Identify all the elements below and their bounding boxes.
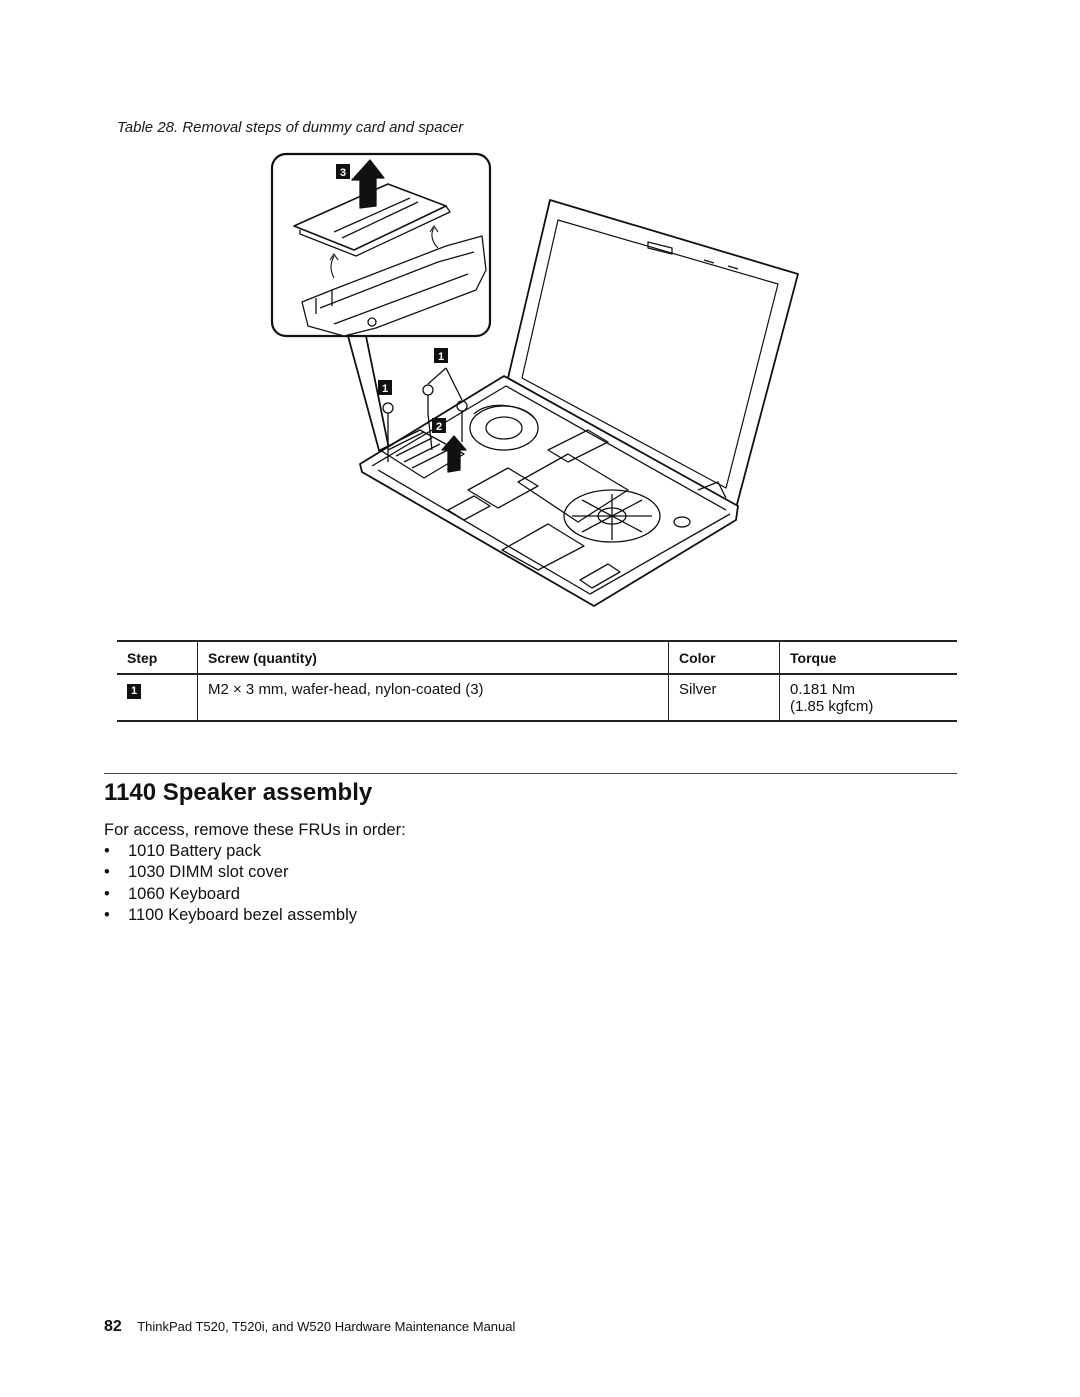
svg-text:1: 1 — [382, 383, 388, 395]
list-item: 1010 Battery pack — [104, 841, 357, 862]
table-header-row: Step Screw (quantity) Color Torque — [117, 640, 957, 675]
torque-kgfcm: (1.85 kgfcm) — [790, 698, 874, 715]
torque-nm: 0.181 Nm — [790, 681, 856, 698]
section-divider — [104, 773, 957, 774]
header-screw-quantity: Screw (quantity) — [197, 640, 669, 675]
table-caption: Table 28. Removal steps of dummy card an… — [117, 119, 464, 136]
callout-3: 3 — [336, 164, 350, 179]
list-item: 1030 DIMM slot cover — [104, 862, 357, 883]
step-badge: 1 — [127, 683, 141, 699]
header-torque: Torque — [779, 640, 957, 675]
fru-list: 1010 Battery pack 1030 DIMM slot cover 1… — [104, 841, 357, 926]
step-cell: 1 — [117, 674, 198, 722]
page-footer: 82 ThinkPad T520, T520i, and W520 Hardwa… — [104, 1318, 515, 1336]
section-intro: For access, remove these FRUs in order: — [104, 821, 406, 839]
svg-text:3: 3 — [340, 167, 346, 179]
color-cell: Silver — [668, 674, 780, 722]
screw-spec-table: Step Screw (quantity) Color Torque 1 M2 … — [117, 640, 957, 722]
manual-title: ThinkPad T520, T520i, and W520 Hardware … — [137, 1319, 516, 1334]
section-title: 1140 Speaker assembly — [104, 779, 373, 806]
torque-cell: 0.181 Nm (1.85 kgfcm) — [779, 674, 957, 722]
header-step: Step — [117, 640, 198, 675]
table-row: 1 M2 × 3 mm, wafer-head, nylon-coated (3… — [117, 674, 957, 722]
header-color: Color — [668, 640, 780, 675]
callout-1a: 1 — [378, 380, 392, 395]
page-number: 82 — [104, 1318, 122, 1335]
svg-text:1: 1 — [438, 351, 444, 363]
svg-text:2: 2 — [436, 421, 442, 433]
dummy-card-removal-illustration: 3 1 1 2 — [270, 152, 799, 607]
list-item: 1060 Keyboard — [104, 884, 357, 905]
list-item: 1100 Keyboard bezel assembly — [104, 905, 357, 926]
callout-1b: 1 — [434, 348, 448, 363]
screw-cell: M2 × 3 mm, wafer-head, nylon-coated (3) — [197, 674, 669, 722]
callout-2: 2 — [432, 418, 446, 433]
